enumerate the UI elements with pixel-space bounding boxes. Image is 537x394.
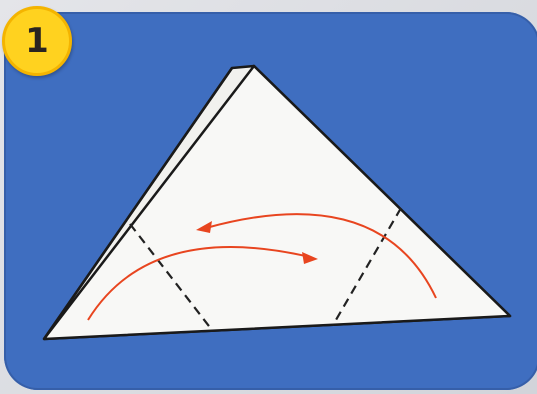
paper-back-edge <box>42 67 234 340</box>
fold-arrow-left-to-right <box>87 246 311 321</box>
step-number-badge: 1 <box>2 6 72 76</box>
fold-line-right <box>332 207 402 326</box>
arrowhead-left <box>196 221 212 233</box>
fold-arrow-right-to-left <box>205 213 437 299</box>
fold-line-left <box>129 223 213 331</box>
arrowhead-right <box>302 252 318 264</box>
paper-triangle <box>42 64 512 341</box>
step-number: 1 <box>25 21 49 61</box>
